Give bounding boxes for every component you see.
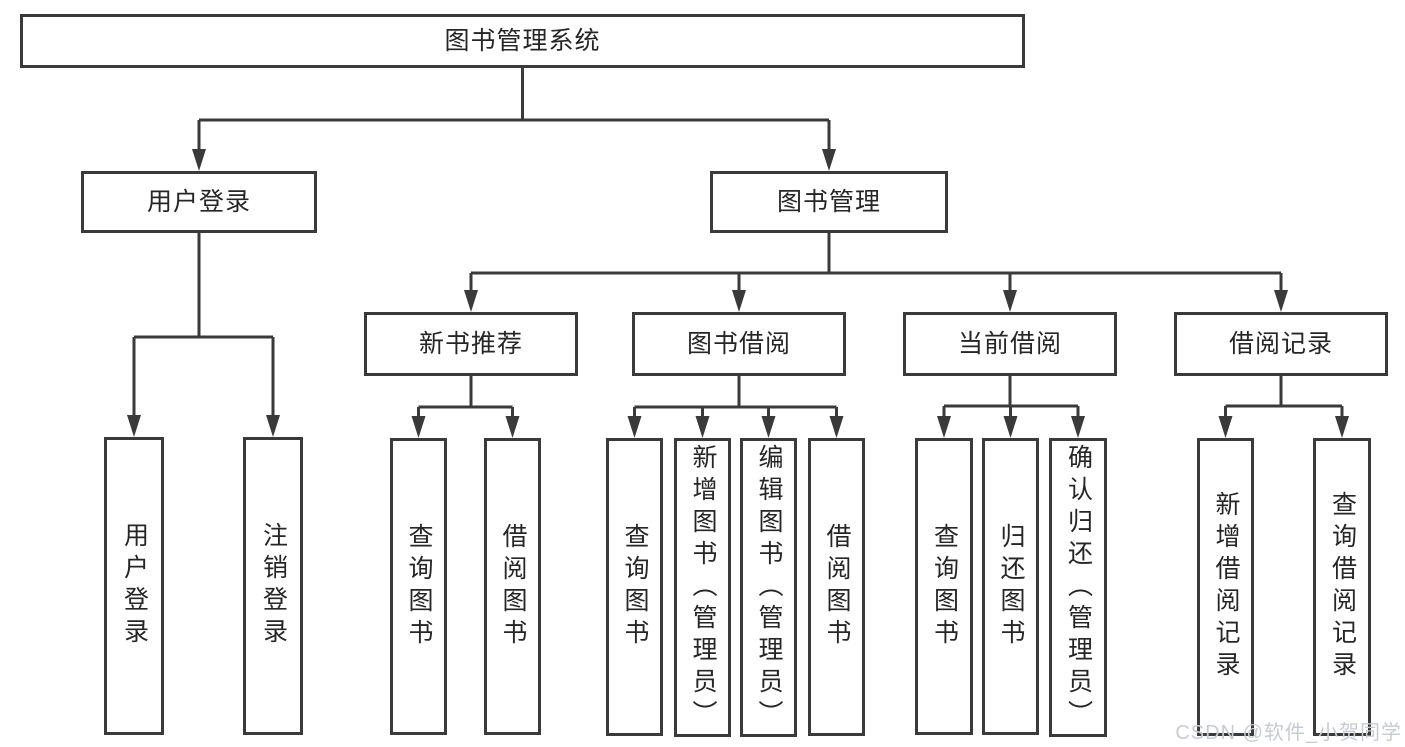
- arrowhead-down-icon: [411, 416, 426, 438]
- node-query-book-3: 查询图书: [915, 438, 973, 735]
- node-logout: 注销登录: [243, 437, 303, 735]
- node-return-book: 归还图书: [982, 438, 1039, 735]
- node-borrow-record: 借阅记录: [1174, 312, 1388, 376]
- node-borrow-book-2: 借阅图书: [808, 438, 865, 736]
- node-add-borrow-record: 新增借阅记录: [1197, 438, 1254, 736]
- node-current-borrow: 当前借阅: [903, 312, 1117, 376]
- arrowhead-down-icon: [1003, 416, 1018, 438]
- node-new-book-rec: 新书推荐: [364, 312, 578, 376]
- arrowhead-down-icon: [127, 415, 141, 437]
- node-query-book-2: 查询图书: [606, 438, 663, 736]
- node-book-mgmt: 图书管理: [710, 171, 948, 233]
- arrowhead-down-icon: [1003, 290, 1017, 312]
- arrowhead-down-icon: [266, 415, 280, 437]
- arrowhead-down-icon: [937, 416, 951, 438]
- node-query-borrow-record: 查询借阅记录: [1313, 438, 1371, 736]
- arrowhead-down-icon: [1071, 416, 1085, 438]
- arrowhead-down-icon: [829, 416, 844, 438]
- arrowhead-down-icon: [505, 416, 520, 438]
- node-confirm-return: 确认归还（管理员）: [1049, 438, 1107, 737]
- node-login: 用户登录: [81, 171, 317, 233]
- arrowhead-down-icon: [732, 290, 746, 312]
- node-book-borrow: 图书借阅: [632, 312, 846, 376]
- arrowhead-down-icon: [1218, 416, 1233, 438]
- arrowhead-down-icon: [761, 416, 776, 438]
- node-add-book: 新增图书（管理员）: [674, 438, 731, 737]
- arrowhead-down-icon: [1335, 416, 1349, 438]
- node-borrow-book-1: 借阅图书: [484, 438, 541, 735]
- arrowhead-down-icon: [822, 149, 836, 171]
- node-query-book-1: 查询图书: [390, 438, 447, 735]
- node-edit-book: 编辑图书（管理员）: [740, 438, 797, 737]
- arrowhead-down-icon: [627, 416, 642, 438]
- arrowhead-down-icon: [695, 416, 710, 438]
- node-root: 图书管理系统: [20, 14, 1025, 68]
- arrowhead-down-icon: [1274, 290, 1288, 312]
- arrowhead-down-icon: [464, 290, 478, 312]
- node-user-login: 用户登录: [104, 437, 164, 735]
- arrowhead-down-icon: [192, 149, 206, 171]
